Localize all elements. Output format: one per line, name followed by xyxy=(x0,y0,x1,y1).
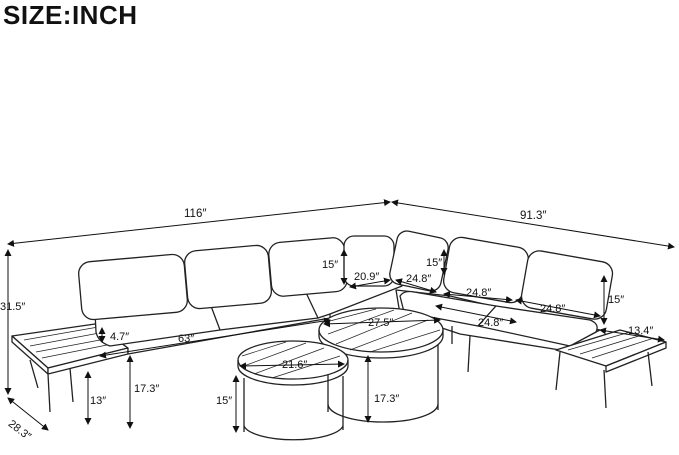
label-seat-b: 24.8″ xyxy=(466,287,491,299)
label-side-table-depth: 13.4″ xyxy=(628,325,653,337)
label-height: 31.5″ xyxy=(0,301,25,313)
dimension-lines xyxy=(4,199,675,433)
label-arm-height: 4.7″ xyxy=(110,331,129,343)
label-corner-seat-a: 24.8″ xyxy=(406,273,431,285)
back-cushion-2 xyxy=(183,244,273,310)
label-total-length: 116″ xyxy=(184,208,206,220)
label-seat-c: 24.8″ xyxy=(478,317,503,329)
label-right-length: 91.3″ xyxy=(520,210,546,222)
label-depth: 28.3″ xyxy=(6,418,33,443)
label-seat-height: 17.3″ xyxy=(134,383,159,395)
dimension-labels: 116″ 91.3″ 31.5″ 28.3″ 63″ 4.7″ 17.3″ 13… xyxy=(0,208,653,443)
back-cushion-1 xyxy=(78,253,188,321)
page-title: SIZE:INCH xyxy=(3,0,138,30)
label-sofa-length: 63″ xyxy=(178,333,194,345)
label-back-height-left: 15″ xyxy=(322,259,338,271)
label-large-table-dia: 27.5″ xyxy=(368,317,393,329)
label-back-height-corner: 15″ xyxy=(426,257,442,269)
label-corner-width: 20.9″ xyxy=(354,271,379,283)
label-small-table-dia: 21.6″ xyxy=(282,359,307,371)
label-back-height-right: 15″ xyxy=(608,294,624,306)
label-large-table-height: 17.3″ xyxy=(374,393,399,405)
label-leg-height: 13″ xyxy=(90,395,106,407)
label-seat-d: 24.8″ xyxy=(540,303,565,315)
label-small-table-height: 15″ xyxy=(216,395,232,407)
